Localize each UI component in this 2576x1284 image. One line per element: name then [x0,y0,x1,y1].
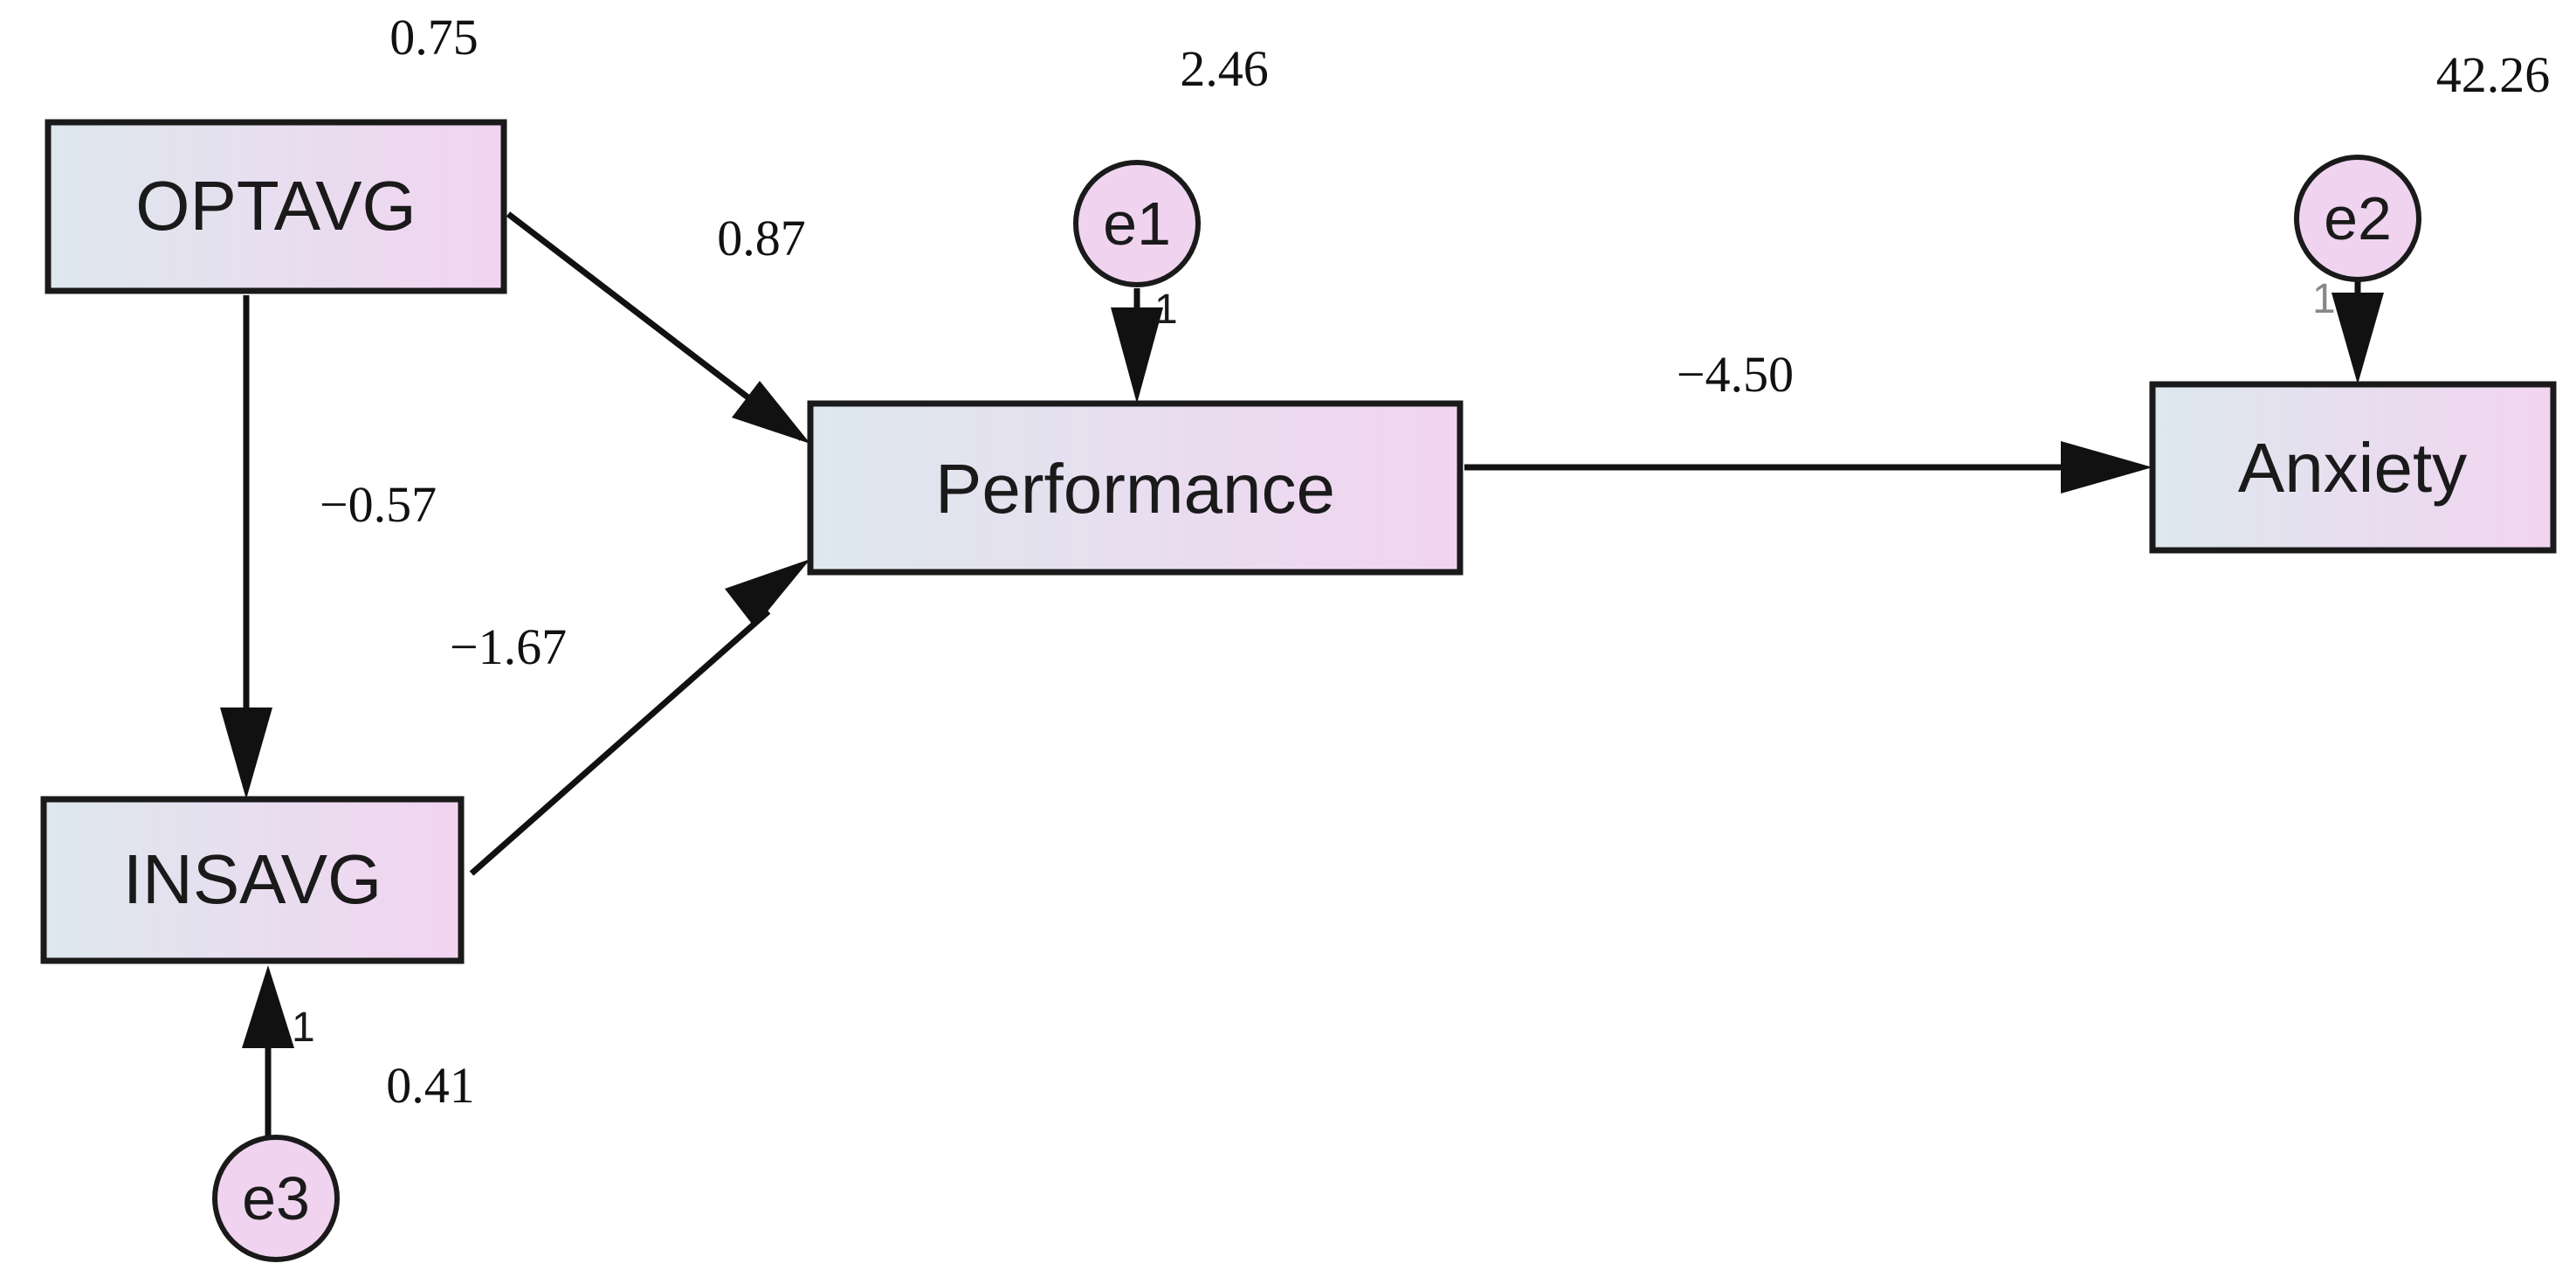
node-insavg: INSAVG [40,796,465,964]
error-e1: e1 [1073,160,1201,287]
node-insavg-label: INSAVG [123,840,382,918]
error-e2-circle [2294,155,2421,282]
node-performance-label: Performance [935,450,1335,528]
arrowhead-performance-anxiety [2061,441,2152,494]
arrowhead-optavg-insavg [220,708,272,799]
error-e2: e2 [2294,155,2421,282]
variance-anxiety: 42.26 [2436,46,2551,103]
error-e1-circle [1073,160,1201,287]
node-optavg-label: OPTAVG [135,167,417,245]
error-e1-label: e1 [1103,190,1171,258]
arrowhead-e3-insavg [242,965,294,1048]
error-e2-label: e2 [2324,184,2392,252]
loading-e2: 1 [2312,276,2336,322]
node-performance-box [807,400,1464,576]
node-anxiety-box [2149,381,2557,554]
error-e3-label: e3 [242,1164,310,1232]
node-performance: Performance [807,400,1464,576]
coef-performance-anxiety: −4.50 [1677,346,1794,403]
error-e3: e3 [212,1135,340,1262]
arrowhead-e2-anxiety [2331,293,2384,384]
node-anxiety-label: Anxiety [2238,429,2467,507]
node-anxiety: Anxiety [2149,381,2557,554]
arrowhead-e1-performance [1111,307,1163,404]
loading-e1: 1 [1154,286,1178,333]
coef-insavg-performance: −1.67 [450,618,567,675]
path-insavg-performance [469,609,771,876]
variance-insavg: 0.41 [386,1057,475,1114]
error-e3-circle [212,1135,340,1262]
coef-optavg-insavg: −0.57 [320,476,437,533]
loading-e3: 1 [292,1004,315,1051]
node-insavg-box [40,796,465,964]
variance-optavg: 0.75 [389,9,479,66]
node-optavg-box [45,119,507,294]
path-arrows [220,211,2384,1136]
arrowhead-optavg-performance [732,381,810,444]
variance-performance: 2.46 [1180,40,1269,97]
arrowhead-insavg-performance [725,559,810,627]
node-optavg: OPTAVG [45,119,507,294]
coef-optavg-performance: 0.87 [717,210,806,266]
